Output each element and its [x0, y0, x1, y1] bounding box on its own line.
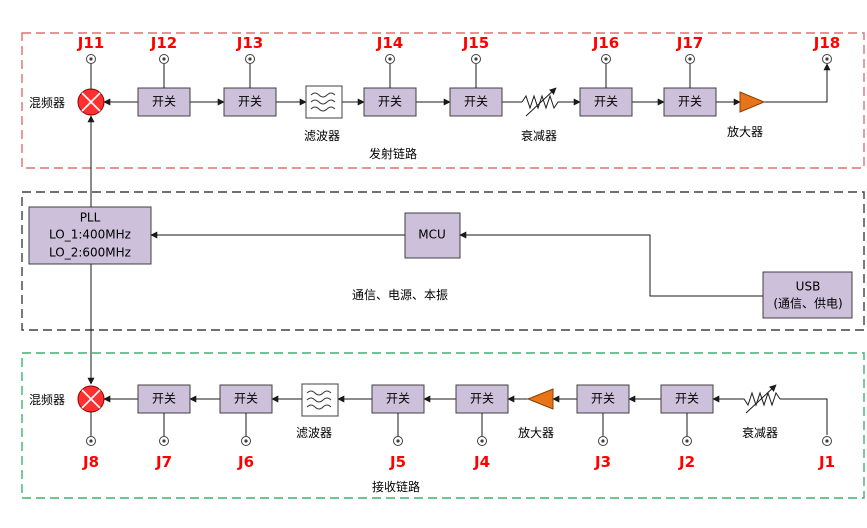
tx-mixer-label: 混频器	[29, 96, 65, 110]
svg-text:(通信、供电): (通信、供电)	[773, 297, 842, 311]
svg-text:J12: J12	[150, 34, 177, 52]
mcu-block: MCU	[404, 212, 461, 259]
rx-switch-2: 开关	[219, 384, 273, 414]
tx-amplifier-label: 放大器	[727, 124, 763, 139]
svg-text:J18: J18	[813, 34, 840, 52]
svg-text:开关: 开关	[152, 95, 176, 109]
rx-filter-label: 滤波器	[296, 426, 332, 440]
rx-switch-6: 开关	[660, 384, 714, 414]
rx-caption: 接收链路	[372, 479, 420, 494]
tx-port-j16: J16	[592, 34, 619, 88]
rx-amplifier-icon	[526, 388, 554, 410]
tx-attenuator-icon	[521, 87, 560, 117]
usb-block: USB (通信、供电)	[762, 271, 853, 319]
svg-text:J11: J11	[77, 34, 104, 52]
tx-attenuator-label: 衰减器	[521, 128, 557, 143]
rx-amplifier-label: 放大器	[518, 425, 554, 440]
rx-filter-icon	[301, 383, 339, 417]
tx-port-j13: J13	[236, 34, 263, 88]
tx-caption: 发射链路	[369, 146, 417, 161]
tx-filter-label: 滤波器	[304, 129, 340, 143]
svg-text:J3: J3	[594, 453, 611, 471]
svg-text:开关: 开关	[675, 392, 699, 406]
svg-text:USB: USB	[796, 280, 821, 294]
svg-text:J5: J5	[389, 453, 406, 471]
svg-text:J16: J16	[592, 34, 619, 52]
rx-switch-4: 开关	[455, 384, 509, 414]
rx-switch-5: 开关	[576, 384, 630, 414]
tx-filter-icon	[305, 85, 343, 119]
rx-port-j7: J7	[155, 413, 172, 471]
svg-text:J6: J6	[237, 453, 254, 471]
rx-port-j8: J8	[82, 412, 99, 471]
tx-region	[21, 32, 865, 169]
svg-text:J4: J4	[473, 453, 490, 471]
svg-text:LO_2:600MHz: LO_2:600MHz	[49, 246, 131, 260]
tx-switch-5: 开关	[579, 87, 633, 117]
svg-text:开关: 开关	[238, 95, 262, 109]
tx-port-j11: J11	[77, 34, 104, 89]
svg-text:LO_1:400MHz: LO_1:400MHz	[49, 228, 131, 242]
svg-text:开关: 开关	[234, 392, 258, 406]
svg-text:开关: 开关	[464, 95, 488, 109]
svg-text:开关: 开关	[378, 95, 402, 109]
rx-mixer-label: 混频器	[29, 393, 65, 407]
rx-attenuator-label: 衰减器	[742, 425, 778, 440]
tx-port-j17: J17	[676, 34, 703, 88]
tx-switch-3: 开关	[363, 87, 417, 117]
tx-port-j14: J14	[376, 34, 403, 88]
rx-port-j1: J1	[818, 436, 835, 471]
svg-text:开关: 开关	[591, 392, 615, 406]
svg-text:J13: J13	[236, 34, 263, 52]
svg-text:开关: 开关	[386, 392, 410, 406]
rx-port-j4: J4	[473, 413, 490, 471]
tx-port-j18: J18	[813, 34, 840, 64]
svg-text:J2: J2	[678, 453, 695, 471]
svg-text:J17: J17	[676, 34, 703, 52]
control-region	[21, 191, 865, 331]
svg-text:J15: J15	[462, 34, 489, 52]
svg-text:开关: 开关	[594, 95, 618, 109]
svg-text:PLL: PLL	[80, 211, 101, 225]
tx-mixer-icon	[77, 88, 105, 116]
tx-switch-1: 开关	[137, 87, 191, 117]
rx-port-j3: J3	[594, 413, 611, 471]
control-caption: 通信、电源、本振	[352, 288, 448, 302]
svg-text:开关: 开关	[152, 392, 176, 406]
rx-port-j5: J5	[389, 413, 406, 471]
tx-switch-4: 开关	[449, 87, 503, 117]
rx-port-j6: J6	[237, 413, 254, 471]
svg-text:J14: J14	[376, 34, 403, 52]
svg-text:MCU: MCU	[418, 228, 446, 242]
svg-text:J8: J8	[82, 453, 99, 471]
tx-port-j12: J12	[150, 34, 177, 88]
rx-region	[21, 352, 865, 499]
rx-chain: 混频器 开关 开关 开关 开关	[29, 383, 835, 494]
svg-text:开关: 开关	[678, 95, 702, 109]
tx-chain: 混频器 开关 开关 开关 开关	[29, 34, 840, 161]
svg-text:J7: J7	[155, 453, 172, 471]
rx-attenuator-icon	[742, 384, 781, 414]
rx-mixer-icon	[77, 385, 105, 413]
svg-text:开关: 开关	[470, 392, 494, 406]
rx-switch-1: 开关	[137, 384, 191, 414]
tx-amplifier-icon	[739, 91, 766, 113]
svg-text:J1: J1	[818, 453, 835, 471]
tx-port-j15: J15	[462, 34, 489, 88]
tx-switch-2: 开关	[223, 87, 277, 117]
pll-block: PLL LO_1:400MHz LO_2:600MHz	[28, 206, 152, 265]
rx-port-j2: J2	[678, 413, 695, 471]
rx-switch-3: 开关	[371, 384, 425, 414]
control-section: PLL LO_1:400MHz LO_2:600MHz MCU USB (通信、…	[28, 115, 853, 385]
tx-switch-6: 开关	[663, 87, 717, 117]
